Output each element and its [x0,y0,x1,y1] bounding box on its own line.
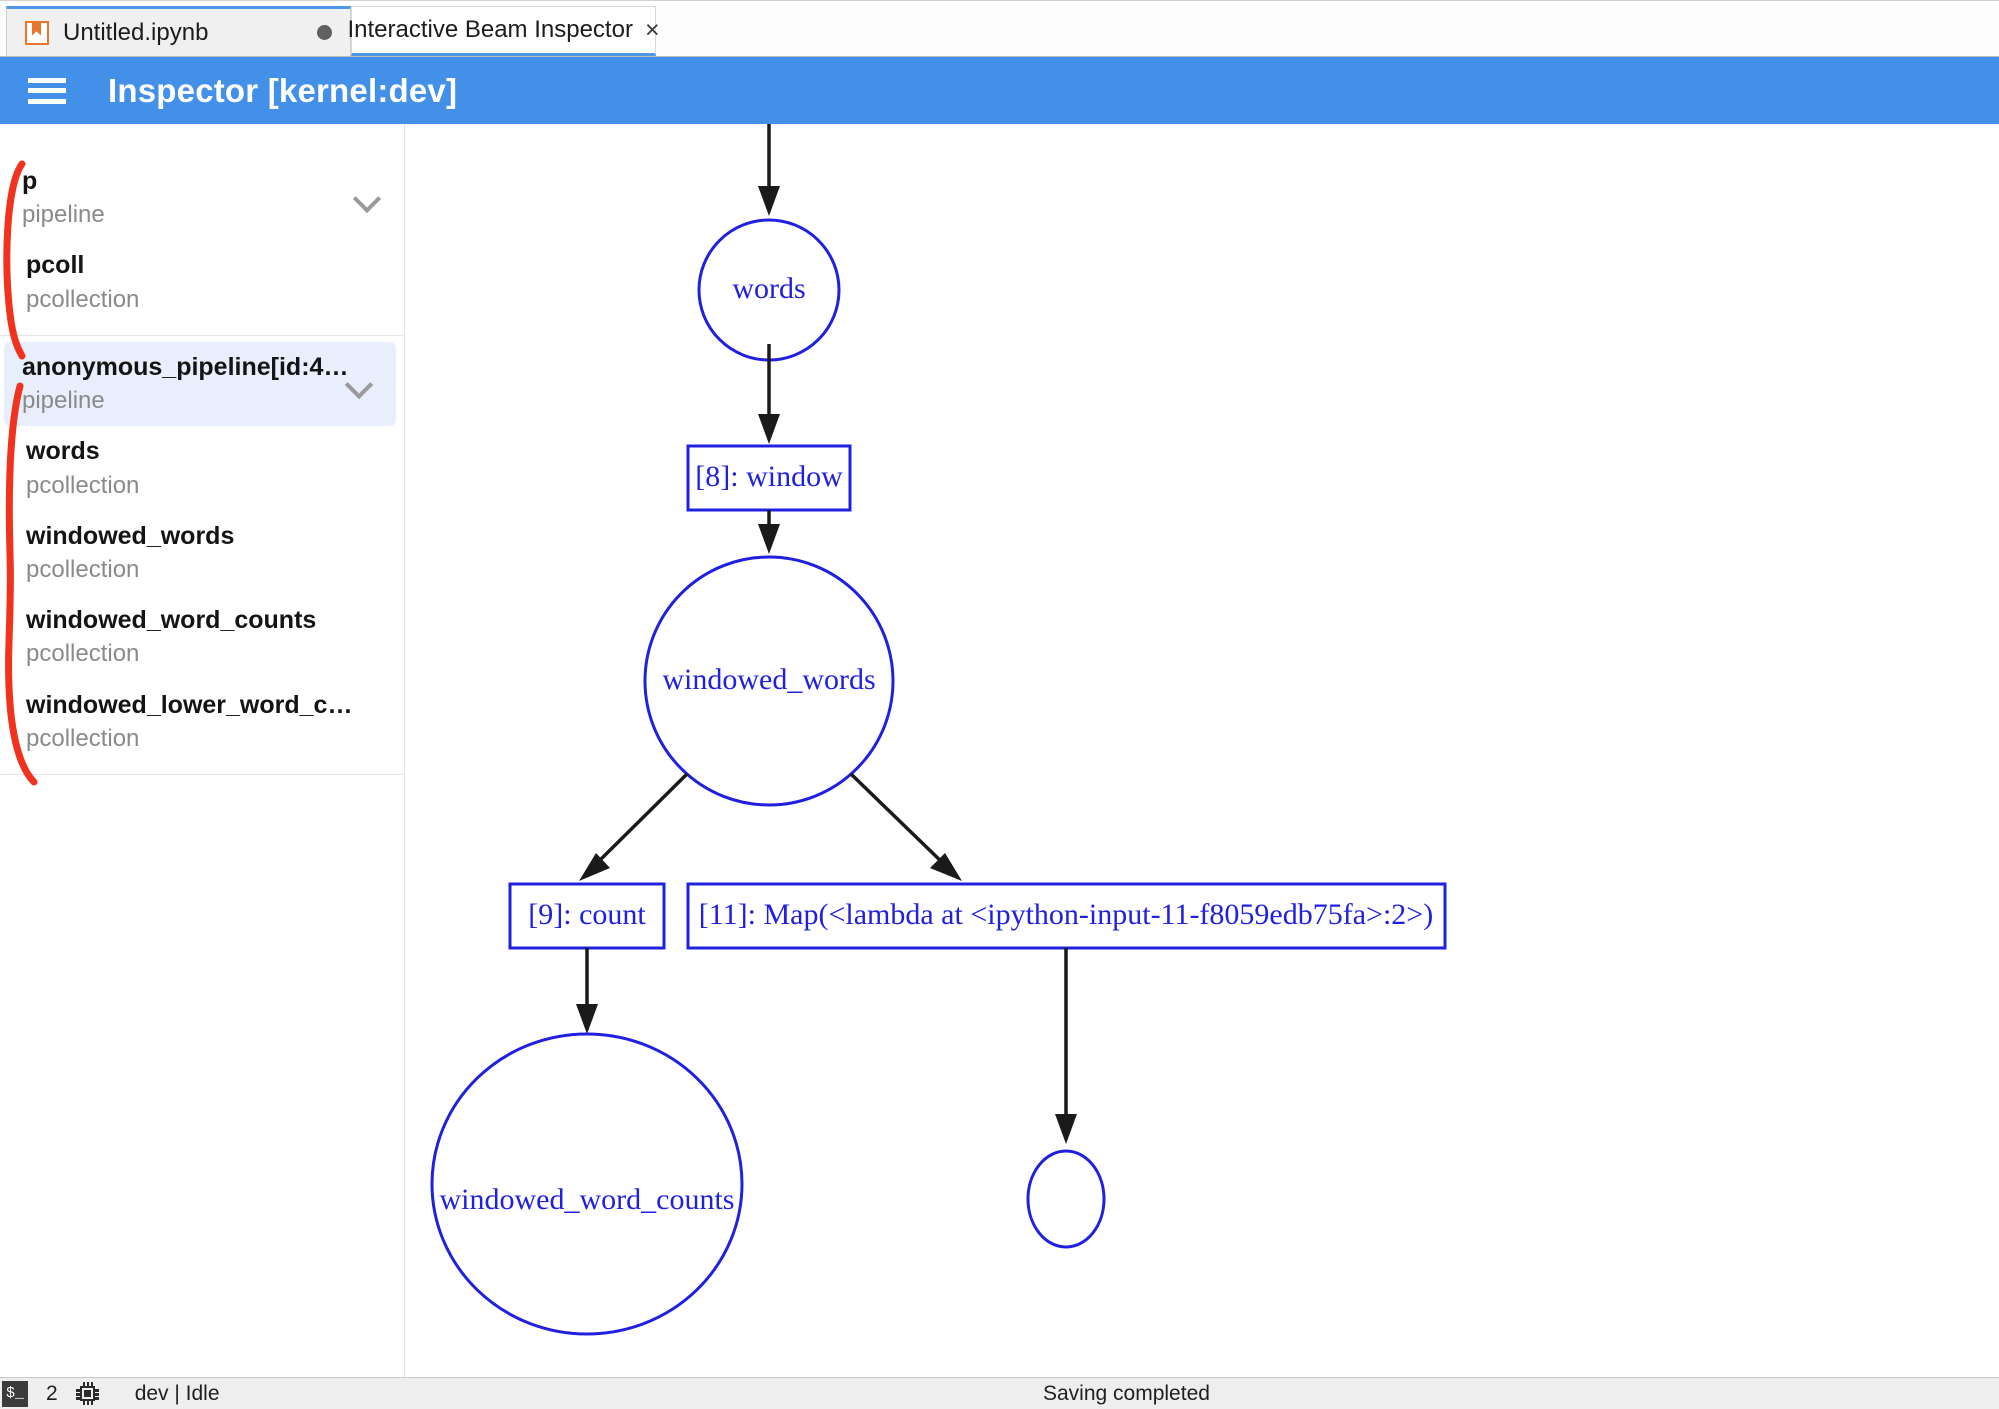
sidebar-group-anonymous-pipeline: anonymous_pipeline[id:44516… pipeline wo… [0,336,404,776]
cpu-pin [86,1382,90,1386]
pipeline-graph-svg: words [8]: window windowed_words [430,124,1447,1336]
sidebar-item-words[interactable]: words pcollection [0,426,404,510]
graph-node-label: words [732,272,805,305]
page-title: Inspector [kernel:dev] [108,71,458,109]
graph-node-label: windowed_word_counts [440,1183,735,1216]
cpu-pin [90,1401,94,1405]
tab-interactive-beam-inspector[interactable]: Interactive Beam Inspector × [347,6,660,56]
cpu-pin [75,1389,80,1392]
edge-windowed-words-to-map [849,772,962,881]
cpu-pin [75,1397,80,1400]
sidebar-item-type: pcollection [26,640,140,668]
sidebar-item-windowed-lower-word-counts[interactable]: windowed_lower_word_counts pcollection [0,680,404,764]
hamburger-icon[interactable] [28,77,66,104]
cpu-pin [82,1382,86,1386]
save-status: Saving completed [1043,1381,1210,1405]
terminal-count: 2 [46,1381,58,1405]
sidebar-item-type: pcollection [26,471,140,499]
chevron-down-icon[interactable] [354,185,380,211]
hamburger-bar [28,98,66,104]
sidebar-group-p: p pipeline pcoll pcollection [0,150,404,336]
sidebar-item-name: windowed_lower_word_counts [26,690,366,719]
tab-label: Untitled.ipynb [63,18,209,46]
terminal-icon[interactable]: $_ [2,1380,28,1407]
tab-untitled-ipynb[interactable]: Untitled.ipynb [6,6,351,56]
graph-node-words[interactable]: words [697,218,841,362]
hamburger-bar [28,77,66,83]
cpu-pin [90,1382,94,1386]
cpu-icon [75,1382,99,1405]
graph-node-count[interactable]: [9]: count [508,882,666,950]
graph-node-label: [11]: Map(<lambda at <ipython-input-11-f… [699,898,1433,931]
sidebar-item-pcoll[interactable]: pcoll pcollection [0,240,404,324]
graph-node-label: windowed_words [662,663,875,696]
sidebar-item-p[interactable]: p pipeline [0,156,404,240]
sidebar-top-spacer [0,124,404,150]
sidebar: p pipeline pcoll pcollection anonymous_p… [0,124,405,1377]
sidebar-item-anonymous-pipeline[interactable]: anonymous_pipeline[id:44516… pipeline [4,341,396,427]
graph-node-windowed-words[interactable]: windowed_words [643,555,895,807]
cpu-pin [82,1401,86,1405]
kernel-status[interactable]: dev | Idle [134,1381,220,1405]
cpu-pin [94,1397,99,1400]
notebook-icon [25,20,49,45]
cpu-body [79,1386,95,1401]
sidebar-item-type: pcollection [26,556,140,583]
hamburger-bar [28,88,66,93]
edge-windowed-words-to-count [579,772,689,881]
graph-node-label: [8]: window [695,460,843,493]
sidebar-item-name: pcoll [26,251,85,280]
app-header: Inspector [kernel:dev] [0,57,1999,124]
graph-node-unnamed[interactable] [1026,1149,1106,1249]
unsaved-indicator-icon[interactable] [317,25,332,40]
chevron-down-icon[interactable] [346,371,372,397]
sidebar-item-name: windowed_word_counts [26,606,317,635]
close-icon[interactable]: × [644,15,660,44]
tab-label: Interactive Beam Inspector [347,16,633,43]
cpu-pin [94,1393,99,1396]
graph-node-map[interactable]: [11]: Map(<lambda at <ipython-input-11-f… [686,882,1447,950]
cpu-pin [94,1389,99,1392]
cpu-pin [75,1393,80,1396]
graph-node-window[interactable]: [8]: window [686,444,852,512]
sidebar-item-windowed-word-counts[interactable]: windowed_word_counts pcollection [0,595,404,679]
graph-node-label: [9]: count [528,898,646,931]
cpu-pin [86,1401,90,1405]
tab-bar-topline [0,0,1999,6]
edge-map-to-unnamed [1055,948,1077,1144]
tab-left-cluster: Untitled.ipynb [25,19,208,47]
graph-node-windowed-word-counts[interactable]: windowed_word_counts [430,1032,744,1336]
sidebar-item-name: p [22,167,38,195]
sidebar-item-name: words [26,437,100,466]
main-body: p pipeline pcoll pcollection anonymous_p… [0,124,1999,1377]
edge-count-to-windowed-word-counts [576,948,598,1034]
edge-words-to-window [758,344,780,444]
sidebar-item-name: windowed_words [26,521,235,550]
sidebar-item-windowed-words[interactable]: windowed_words pcollection [0,511,404,595]
sidebar-item-type: pipeline [22,201,105,229]
cpu-core [83,1390,91,1397]
sidebar-item-name: anonymous_pipeline[id:44516… [22,352,358,381]
pipeline-graph-canvas[interactable]: words [8]: window windowed_words [406,124,1999,1377]
edge-window-to-windowed-words [758,510,780,554]
status-bar: $_ 2 dev | Idle Saving completed [0,1377,1999,1409]
sidebar-item-type: pcollection [26,724,140,752]
edge-entry-to-words [758,124,780,216]
sidebar-item-type: pcollection [26,285,140,313]
tab-bar: Untitled.ipynb Interactive Beam Inspecto… [0,0,1999,57]
sidebar-item-type: pipeline [22,387,105,415]
